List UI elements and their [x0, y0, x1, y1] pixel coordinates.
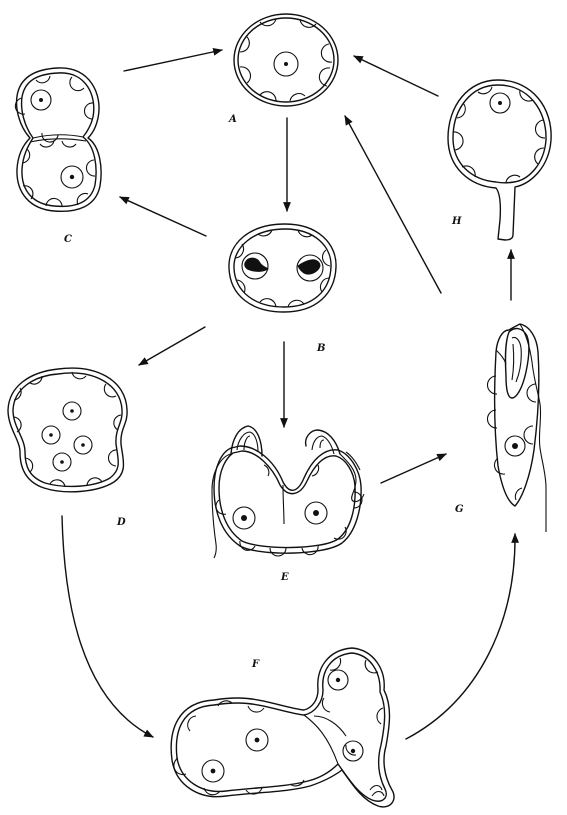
- label-d: D: [116, 517, 126, 528]
- cell-d: [8, 368, 127, 492]
- arrow-g-to-a: [345, 116, 441, 293]
- cell-g: [487, 324, 546, 532]
- arrow-e-to-g: [381, 454, 446, 483]
- cell-h: [448, 80, 551, 240]
- cell-a: [234, 14, 338, 106]
- arrows: [62, 50, 515, 739]
- cell-c: [15, 68, 101, 211]
- arrow-f-to-g: [406, 534, 515, 739]
- label-c: C: [64, 234, 72, 245]
- label-b: B: [316, 343, 325, 354]
- cell-e: [212, 426, 364, 558]
- label-a: A: [228, 114, 237, 125]
- label-g: G: [455, 504, 464, 515]
- arrow-b-to-d: [139, 327, 205, 365]
- label-f: F: [251, 659, 260, 670]
- arrow-b-to-c: [120, 197, 206, 236]
- label-h: H: [451, 216, 462, 227]
- label-e: E: [280, 572, 289, 583]
- cell-f: [171, 648, 394, 807]
- arrow-h-to-a: [354, 56, 438, 96]
- arrow-c-to-a: [124, 50, 222, 71]
- cell-b: [229, 224, 336, 312]
- arrow-d-to-f: [62, 516, 153, 737]
